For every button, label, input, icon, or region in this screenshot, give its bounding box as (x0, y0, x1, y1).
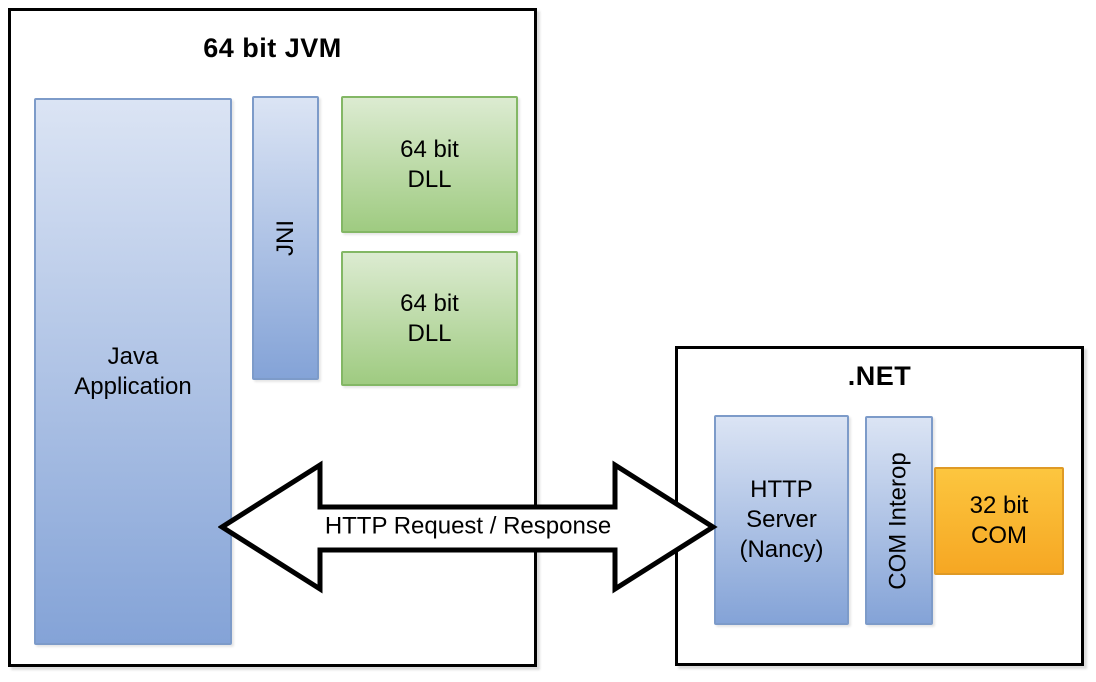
http-request-response-arrow: HTTP Request / Response (218, 460, 718, 594)
net-container-box: .NET HTTP Server (Nancy) COM Interop 32 … (675, 346, 1084, 666)
com-interop-box: COM Interop (865, 416, 933, 625)
jvm-title: 64 bit JVM (203, 33, 342, 63)
dll-box-1: 64 bit DLL (341, 96, 518, 233)
java-application-box: Java Application (34, 98, 232, 645)
com-32bit-label: 32 bit COM (969, 492, 1029, 549)
net-title: .NET (847, 361, 912, 391)
dll-label: 64 bit DLL (400, 289, 459, 347)
http-server-box: HTTP Server (Nancy) (714, 415, 849, 625)
dll-box-2: 64 bit DLL (341, 251, 518, 386)
com-32bit-box: 32 bit COM (934, 467, 1064, 575)
dll-label: 64 bit DLL (400, 135, 459, 193)
jni-label: JNI (271, 220, 299, 256)
arrow-label: HTTP Request / Response (324, 512, 612, 540)
java-application-label: Java Application (74, 342, 192, 400)
double-arrow-icon (218, 460, 718, 594)
http-server-label: HTTP Server (Nancy) (739, 476, 824, 563)
jni-box: JNI (252, 96, 319, 380)
com-interop-label: COM Interop (885, 451, 913, 590)
